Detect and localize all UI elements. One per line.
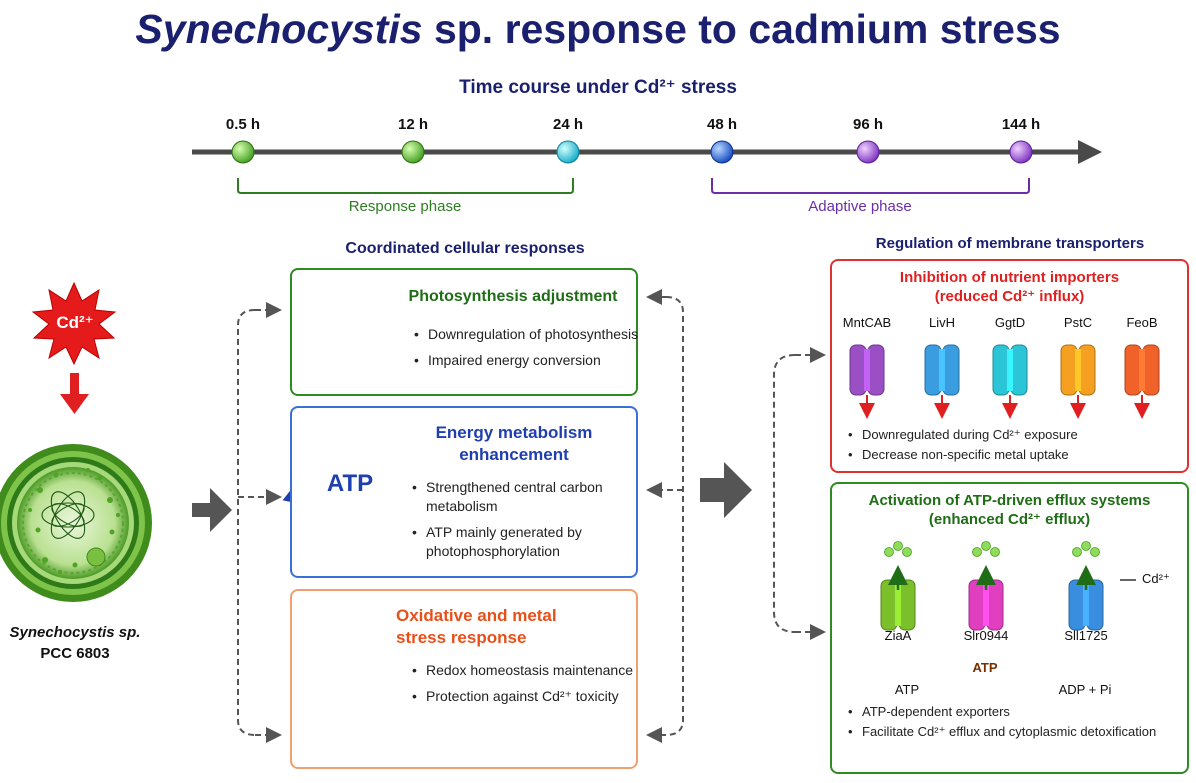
response-phase-label: Response phase (348, 198, 462, 215)
transporter-sll1725-icon (1068, 579, 1104, 631)
cadmium-ions-icon (1072, 541, 1100, 557)
transporter-label: FeoB (1126, 315, 1158, 330)
ros-bullet: Protection against Cd²⁺ toxicity (412, 687, 646, 706)
right-dashed-connector (646, 289, 684, 743)
timepoint-24h (556, 140, 580, 164)
energy-title-line1: Energy metabolism (435, 423, 593, 442)
timepoint-label: 24 h (552, 116, 583, 133)
energy-bullet: ATP mainly generated by photophosphoryla… (412, 523, 646, 561)
energy-title-line2: enhancement (459, 445, 569, 464)
response-phase-bracket (237, 178, 574, 194)
cadmium-entry-arrow (60, 373, 89, 414)
transporter-label: MntCAB (842, 315, 892, 330)
atp-burst-label: ATP (972, 660, 998, 675)
organism-name: Synechocystis sp. (9, 624, 141, 641)
membrane-dashed-connector (773, 347, 826, 640)
energy-bullet: Strengthened central carbon metabolism (412, 478, 646, 516)
timepoint-144h (1009, 140, 1033, 164)
photosynthesis-bullet: Downregulation of photosynthesis (414, 325, 654, 344)
ros-title-line2: stress response (396, 628, 527, 647)
timepoint-label: 96 h (852, 116, 883, 133)
photosynthesis-bullet: Impaired energy conversion (414, 351, 654, 370)
transporter-label: GgtD (994, 315, 1026, 330)
efflux-box: Activation of ATP-driven efflux systems … (830, 482, 1189, 774)
transporter-mntcab-icon (849, 344, 885, 396)
transporter-label: ZiaA (884, 628, 912, 643)
left-dashed-connector (237, 302, 282, 743)
cadmium-label: Cd²⁺ (56, 313, 94, 332)
photosynthesis-title: Photosynthesis adjustment (408, 288, 618, 305)
cyanobacterium-cell-icon (0, 444, 152, 602)
atp-left-label: ATP (894, 682, 920, 697)
timeline-title: Time course under Cd²⁺ stress (459, 77, 737, 98)
timeline (192, 140, 1102, 194)
efflux-bullet: Facilitate Cd²⁺ efflux and cytoplasmic d… (848, 724, 1192, 741)
cadmium-ion-label: Cd²⁺ (1142, 571, 1170, 586)
importers-title-line1: Inhibition of nutrient importers (899, 269, 1120, 286)
photosynthesis-box: Photosynthesis adjustment Downregulation… (290, 268, 638, 396)
ros-title-line1: Oxidative and metal (396, 606, 557, 625)
cellular-responses-heading: Coordinated cellular responses (345, 240, 585, 257)
efflux-title-line1: Activation of ATP-driven efflux systems (868, 492, 1151, 509)
timepoint-0-5h (231, 140, 255, 164)
transporter-pstc-icon (1060, 344, 1096, 396)
timepoint-12h (401, 140, 425, 164)
transporter-label: Sll1725 (1064, 628, 1108, 643)
adaptive-phase-label: Adaptive phase (808, 198, 912, 215)
cadmium-ions-icon (972, 541, 1000, 557)
transporter-ggtd-icon (992, 344, 1028, 396)
timepoint-label: 12 h (397, 116, 428, 133)
transporter-label: LivH (928, 315, 955, 330)
energy-metabolism-box: Energy metabolism enhancement ATP Streng… (290, 406, 638, 578)
transporter-ziaa-icon (880, 579, 916, 631)
importers-title-line2: (reduced Cd²⁺ influx) (934, 288, 1085, 305)
timepoint-label: 0.5 h (225, 116, 261, 133)
cadmium-starburst-icon (31, 281, 117, 366)
cell-to-responses-arrow (192, 488, 232, 532)
importers-bullet: Downregulated during Cd²⁺ exposure (848, 427, 1192, 444)
transporter-label: PstC (1063, 315, 1093, 330)
ros-bullet: Redox homeostasis maintenance (412, 661, 646, 680)
atp-icon-label: ATP (326, 470, 374, 497)
adaptive-phase-bracket (711, 178, 1030, 194)
ros-box: Oxidative and metal stress response ROS … (290, 589, 638, 769)
efflux-title-line2: (enhanced Cd²⁺ efflux) (928, 511, 1091, 528)
timepoint-label: 48 h (706, 116, 737, 133)
responses-to-transporters-arrow (700, 462, 752, 518)
organism-strain: PCC 6803 (40, 645, 110, 662)
membrane-heading: Regulation of membrane transporters (875, 235, 1145, 252)
atp-right-label: ADP + Pi (1058, 682, 1112, 697)
page-title: Synechocystis sp. response to cadmium st… (135, 6, 1061, 52)
timepoint-48h (710, 140, 734, 164)
transporter-feob-icon (1124, 344, 1160, 396)
cadmium-ions-icon (884, 541, 912, 557)
ros-icon-label: ROS (321, 653, 363, 674)
importers-bullet: Decrease non-specific metal uptake (848, 447, 1192, 464)
transporter-label: Slr0944 (963, 628, 1009, 643)
transporter-livh-icon (924, 344, 960, 396)
timepoint-label: 144 h (1001, 116, 1041, 133)
efflux-bullet: ATP-dependent exporters (848, 704, 1192, 721)
timepoint-96h (856, 140, 880, 164)
